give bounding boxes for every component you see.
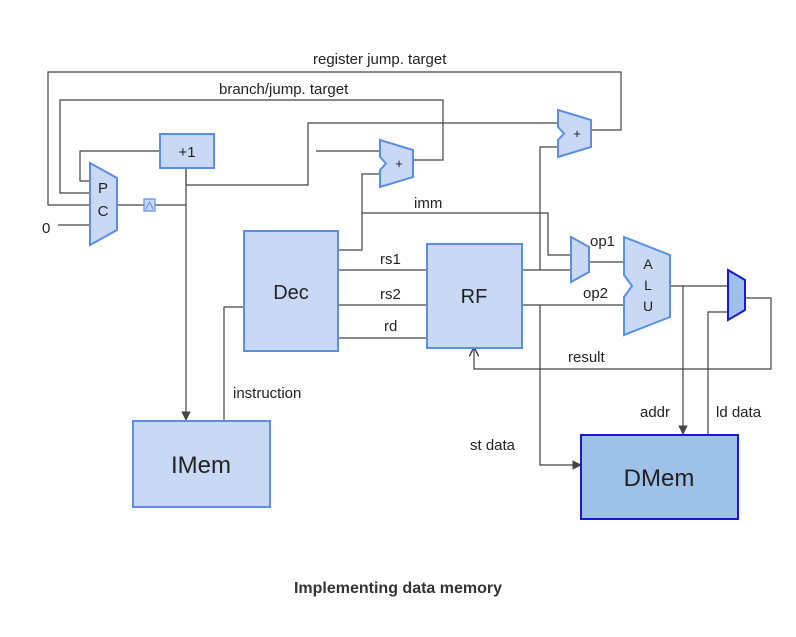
- label-imm: imm: [414, 195, 442, 212]
- wire-imm: [362, 212, 571, 256]
- result-mux: [727, 268, 746, 322]
- label-branch-jump-target: branch/jump. target: [219, 81, 349, 98]
- label-result: result: [568, 349, 606, 366]
- label-instruction: instruction: [233, 385, 301, 402]
- wire-branch-jump-target: [59, 99, 444, 194]
- rf-label: RF: [461, 286, 488, 308]
- pc-label-c: C: [98, 203, 109, 220]
- dec-label: Dec: [273, 282, 309, 304]
- small-adder-label: +: [395, 156, 403, 171]
- imem-label: IMem: [171, 452, 231, 479]
- alu-label-l: L: [644, 277, 652, 293]
- plus-one-block: [159, 133, 215, 169]
- wire-dec-to-small-adder: [338, 173, 380, 251]
- wire-ld-data: [707, 311, 728, 434]
- wire-pc-to-top-adder: [185, 122, 558, 186]
- label-rs2: rs2: [380, 286, 401, 303]
- label-st-data: st data: [470, 437, 516, 454]
- label-op1: op1: [590, 233, 615, 250]
- top-adder-label: +: [573, 126, 581, 141]
- alu-label-u: U: [643, 298, 653, 314]
- alu-block: [623, 235, 671, 337]
- pc-label-p: P: [98, 180, 108, 197]
- label-addr: addr: [640, 404, 670, 421]
- plus-one-label: +1: [178, 144, 195, 161]
- wire-instruction: [223, 306, 244, 420]
- dmem-block: [580, 434, 739, 520]
- label-zero: 0: [42, 220, 50, 237]
- label-register-jump-target: register jump. target: [313, 51, 447, 68]
- wire-plus-one-feedback: [79, 150, 160, 182]
- wire-register-jump-target: [47, 71, 622, 206]
- op1-mux: [570, 235, 590, 284]
- label-op2: op2: [583, 285, 608, 302]
- label-rd: rd: [384, 318, 397, 335]
- imem-block: [132, 420, 271, 508]
- wires: [47, 71, 772, 470]
- top-adder: [557, 108, 592, 159]
- small-adder: [379, 138, 414, 189]
- rf-block: [426, 243, 523, 349]
- wire-result: [474, 297, 772, 370]
- dmem-label: DMem: [624, 465, 695, 492]
- figure-caption: Implementing data memory: [293, 580, 503, 597]
- label-rs1: rs1: [380, 251, 401, 268]
- wire-rf-to-top-adder: [539, 146, 558, 270]
- dec-block: [243, 230, 339, 352]
- pc-latch: [143, 198, 156, 212]
- alu-label-a: A: [643, 256, 653, 272]
- wire-st-data: [539, 305, 582, 470]
- label-ld-data: ld data: [716, 404, 762, 421]
- pc-mux: [89, 161, 118, 247]
- pc-latch-clock: [145, 200, 154, 210]
